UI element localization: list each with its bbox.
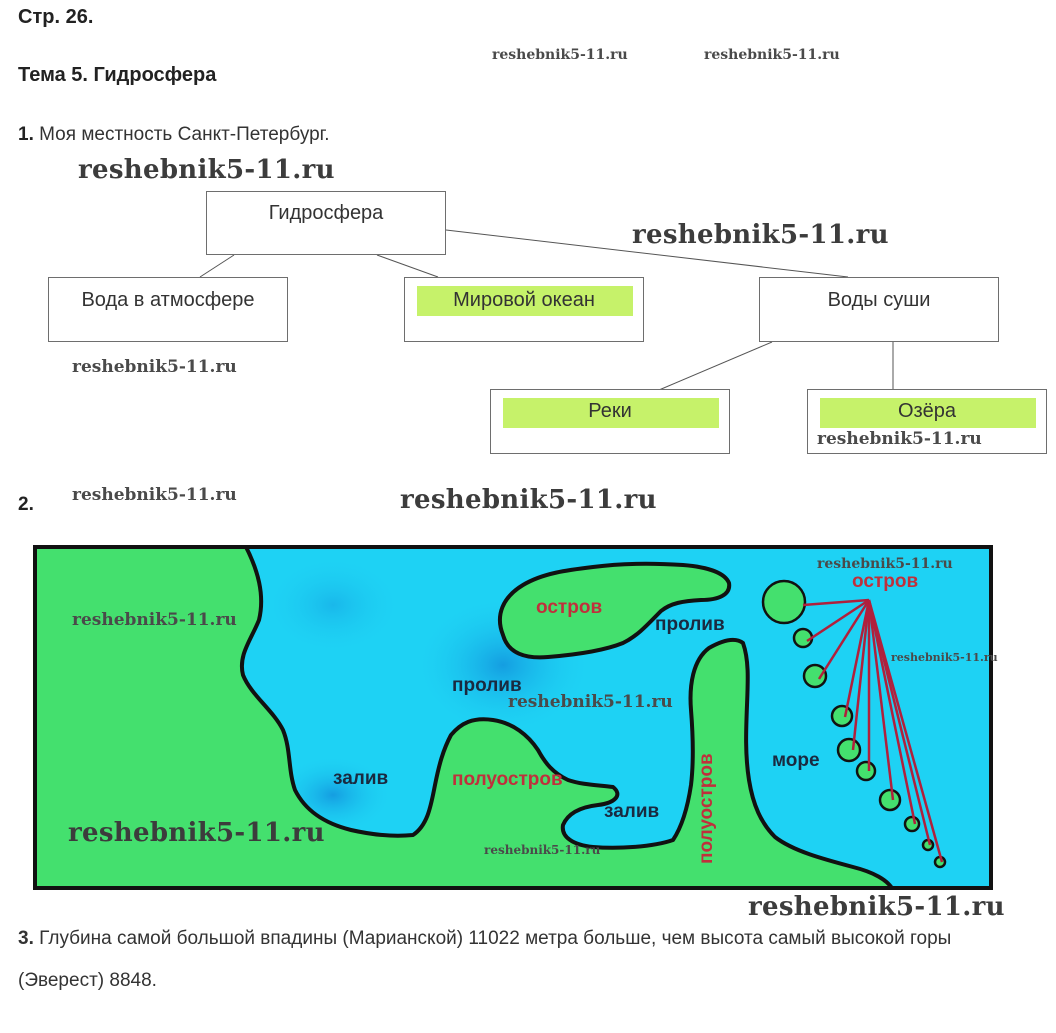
watermark: reshebnik5-11.ru bbox=[400, 485, 657, 515]
task-1: 1. Моя местность Санкт-Петербург. bbox=[18, 124, 330, 146]
watermark: reshebnik5-11.ru bbox=[632, 220, 889, 250]
watermark: reshebnik5-11.ru bbox=[704, 47, 840, 63]
answer-highlight bbox=[417, 286, 633, 316]
small-island bbox=[855, 760, 877, 782]
hydro-map bbox=[33, 545, 993, 890]
scheme-connectors bbox=[199, 229, 894, 391]
watermark: reshebnik5-11.ru bbox=[817, 429, 982, 449]
label-sea: море bbox=[772, 750, 820, 771]
answer-highlight bbox=[503, 398, 719, 428]
scheme-box-land-waters: Воды суши bbox=[759, 277, 999, 342]
small-island bbox=[830, 704, 854, 728]
scheme-label: Гидросфера bbox=[268, 202, 384, 224]
mainland bbox=[33, 545, 895, 890]
watermark: reshebnik5-11.ru bbox=[78, 155, 335, 185]
task-text: Моя местность Санкт-Петербург. bbox=[39, 124, 330, 145]
answer-highlight bbox=[820, 398, 1036, 428]
scheme-box-ocean: Мировой океан bbox=[404, 277, 644, 342]
scheme-box-atmosphere: Вода в атмосфере bbox=[48, 277, 288, 342]
topic-title: Тема 5. Гидросфера bbox=[18, 64, 217, 86]
watermark: reshebnik5-11.ru bbox=[492, 47, 628, 63]
small-island bbox=[836, 737, 862, 763]
scheme-label: Воды суши bbox=[827, 289, 931, 311]
scheme-label: Вода в атмосфере bbox=[81, 289, 255, 311]
scheme-box-hydrosphere: Гидросфера bbox=[206, 191, 446, 255]
page-number: Стр. 26. bbox=[18, 6, 94, 28]
watermark: reshebnik5-11.ru bbox=[508, 692, 673, 712]
label-bay: залив bbox=[604, 801, 660, 822]
task-3: 3. Глубина самой большой впадины (Мариан… bbox=[18, 918, 1028, 1002]
scheme-label: Озёра bbox=[897, 400, 957, 422]
label-peninsula: полуостров bbox=[696, 753, 717, 864]
task-text: Глубина самой большой впадины (Марианско… bbox=[18, 928, 952, 991]
task-number: 2. bbox=[18, 494, 34, 515]
watermark: reshebnik5-11.ru bbox=[68, 818, 325, 848]
watermark: reshebnik5-11.ru bbox=[484, 843, 601, 857]
label-island: остров bbox=[536, 597, 603, 618]
watermark: reshebnik5-11.ru bbox=[72, 485, 237, 505]
small-island bbox=[878, 788, 902, 812]
pointer-lines bbox=[802, 598, 944, 863]
small-island bbox=[903, 815, 921, 833]
scheme-box-rivers: Реки bbox=[490, 389, 730, 454]
watermark: reshebnik5-11.ru bbox=[891, 651, 998, 664]
scheme-box-lakes: Озёра bbox=[807, 389, 1047, 454]
watermark: reshebnik5-11.ru bbox=[72, 610, 237, 630]
label-peninsula: полуостров bbox=[452, 769, 563, 790]
small-island bbox=[761, 579, 807, 625]
task-2: 2. bbox=[18, 494, 34, 516]
watermark: reshebnik5-11.ru bbox=[72, 357, 237, 377]
watermark: reshebnik5-11.ru bbox=[817, 556, 953, 572]
watermark: reshebnik5-11.ru bbox=[748, 892, 1005, 922]
scheme-label: Мировой океан bbox=[453, 289, 595, 311]
island bbox=[497, 561, 732, 660]
label-island: остров bbox=[852, 571, 919, 592]
label-strait: пролив bbox=[655, 614, 725, 635]
label-strait: пролив bbox=[452, 675, 522, 696]
scheme-label: Реки bbox=[588, 400, 632, 422]
task-number: 1. bbox=[18, 124, 34, 145]
task-number: 3. bbox=[18, 928, 34, 949]
small-island bbox=[802, 663, 828, 689]
label-bay: залив bbox=[333, 768, 389, 789]
